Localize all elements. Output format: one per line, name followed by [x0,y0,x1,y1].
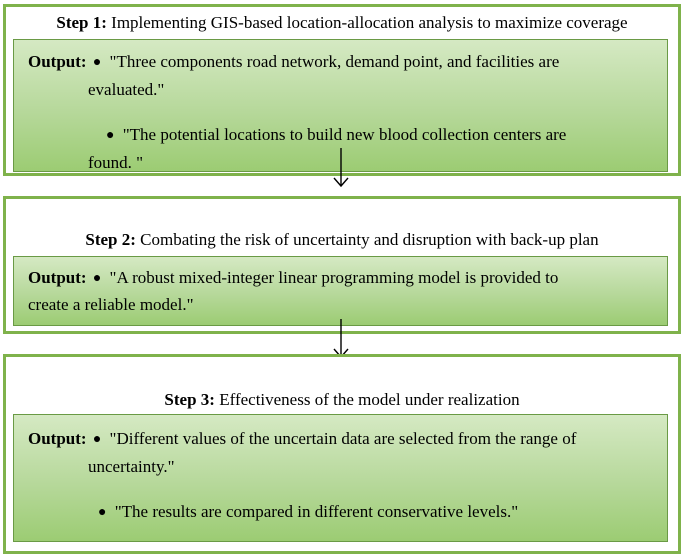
step-3-output-label: Output: [28,429,87,448]
step-1-box: Step 1: Implementing GIS-based location-… [3,4,681,176]
step-1-title-text: Implementing GIS-based location-allocati… [111,13,628,32]
bullet-icon: ● [92,432,102,447]
step-1-title: Step 1: Implementing GIS-based location-… [6,13,678,33]
step-1-output-box: Output: ● "Three components road network… [13,39,668,172]
step-1-label: Step 1: [56,13,107,32]
step-1-bullet-1-line-1: "Three components road network, demand p… [109,52,560,71]
bullet-icon: ● [98,505,107,520]
step-3-box: Step 3: Effectiveness of the model under… [3,354,681,554]
bullet-icon: ● [106,128,115,143]
step-3-label: Step 3: [164,390,215,409]
step-1-bullet-1-line-2: evaluated." [88,80,165,99]
step-1-output-line: Output: ● "Three components road network… [28,52,559,74]
arrow-down-icon [333,148,349,188]
step-3-output-line: Output: ● "Different values of the uncer… [28,429,576,451]
step-3-bullet-1-cont: uncertainty." [88,457,175,477]
step-2-output-label: Output: [28,268,87,287]
step-3-title: Step 3: Effectiveness of the model under… [6,390,678,410]
step-3-bullet-1-line-1: "Different values of the uncertain data … [109,429,577,448]
step-2-title-text: Combating the risk of uncertainty and di… [140,230,599,249]
step-1-bullet-2-cont: found. " [88,153,143,173]
step-2-box: Step 2: Combating the risk of uncertaint… [3,196,681,334]
step-2-label: Step 2: [85,230,136,249]
step-2-bullet-1-line-2: create a reliable model." [28,295,194,314]
step-3-bullet-2-line-1: "The results are compared in different c… [114,502,519,521]
step-3-bullet-1-line-2: uncertainty." [88,457,175,476]
step-1-bullet-2-line-1: "The potential locations to build new bl… [122,125,567,144]
step-1-output-label: Output: [28,52,87,71]
arrow-down-icon [333,319,349,359]
step-2-bullet-1-line-1: "A robust mixed-integer linear programmi… [109,268,559,287]
step-2-title: Step 2: Combating the risk of uncertaint… [6,230,678,250]
bullet-icon: ● [92,55,102,70]
step-1-bullet-2-line-2: found. " [88,153,144,172]
step-2-output-line: Output: ● "A robust mixed-integer linear… [28,268,558,290]
step-1-bullet-2: ● "The potential locations to build new … [104,125,566,147]
step-1-bullet-1-cont: evaluated." [88,80,164,100]
step-2-bullet-1-cont: create a reliable model." [28,295,194,315]
step-3-title-text: Effectiveness of the model under realiza… [219,390,520,409]
bullet-icon: ● [92,271,102,286]
step-2-output-box: Output: ● "A robust mixed-integer linear… [13,256,668,326]
step-3-bullet-2: ● "The results are compared in different… [96,502,518,524]
step-3-output-box: Output: ● "Different values of the uncer… [13,414,668,542]
